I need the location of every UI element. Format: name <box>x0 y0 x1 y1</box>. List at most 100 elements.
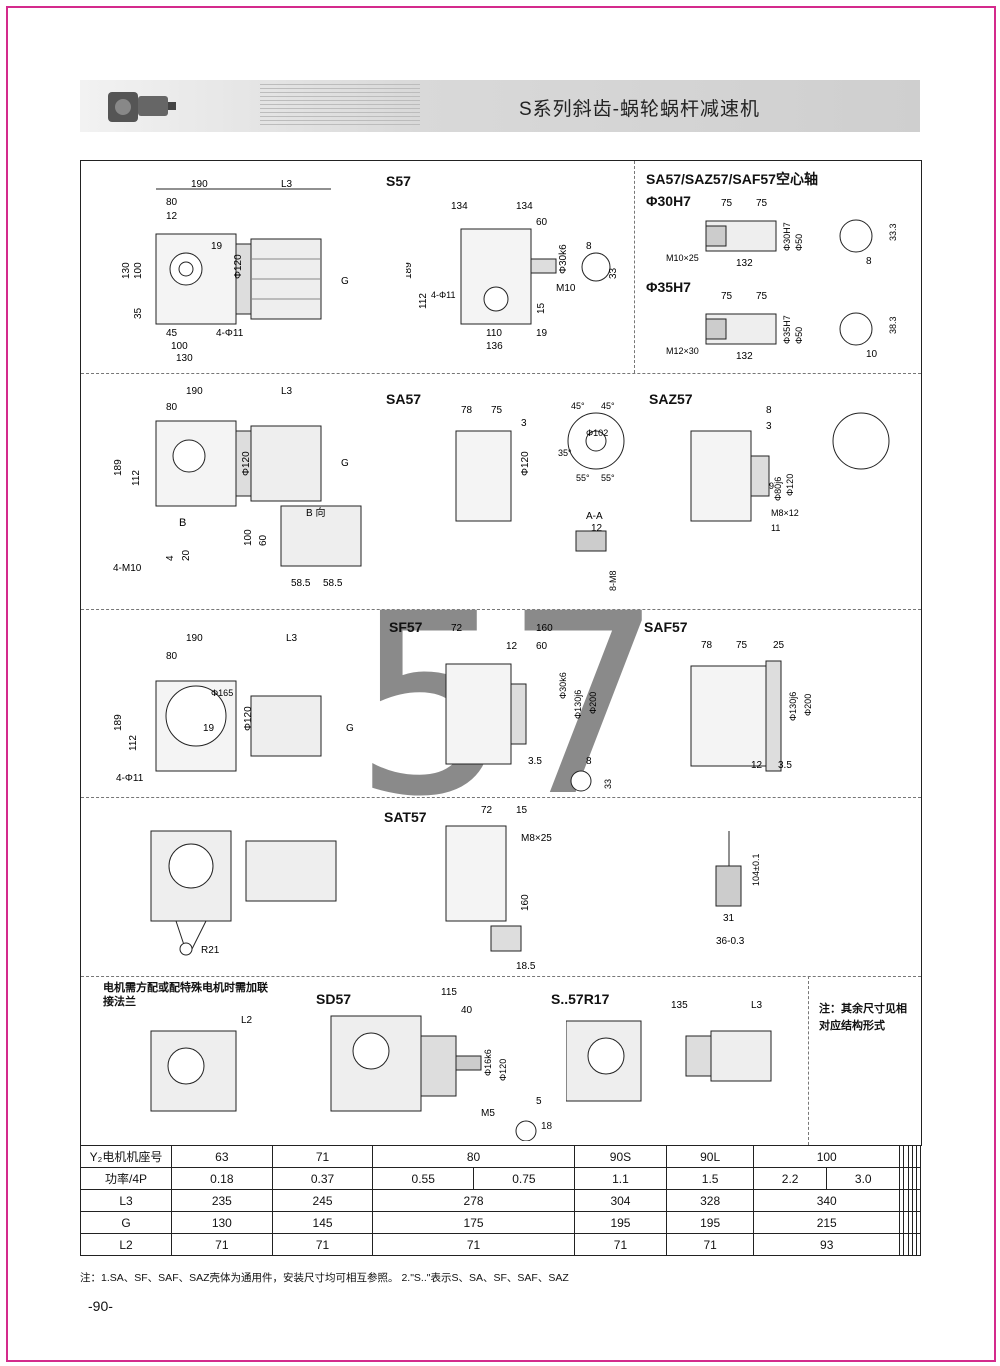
dim-134a: 134 <box>451 201 468 212</box>
label-saf57: SAF57 <box>644 619 688 635</box>
dim-45deg-a: 45° <box>571 401 585 411</box>
table-cell: 328 <box>666 1189 755 1212</box>
header-stripes <box>260 84 420 128</box>
dim-11: 11 <box>771 523 780 533</box>
table-row-head: Y₂电机机座号 <box>80 1145 172 1168</box>
label-sat57: SAT57 <box>384 809 427 825</box>
gearbox-thumbnail-icon <box>108 92 176 122</box>
dim-19c: 19 <box>203 723 215 734</box>
dim-112: 112 <box>418 293 429 309</box>
sat57-front-drawing: 72 15 M8×25 160 18.5 <box>445 805 552 972</box>
table-row: 功率/4P 0.18 0.37 0.55 0.75 1.1 1.5 2.2 3.… <box>80 1167 922 1190</box>
dim-189: 189 <box>406 262 414 279</box>
dim-25: 25 <box>773 640 785 651</box>
dim-78: 78 <box>461 405 473 416</box>
dim-4phi11: 4-Φ11 <box>216 328 244 339</box>
dim-100: 100 <box>133 262 144 279</box>
dim-33-3: 33.3 <box>888 223 898 241</box>
table-row-head: L3 <box>80 1189 172 1212</box>
table-cell: 2.2 <box>753 1167 828 1190</box>
dim-132a: 132 <box>736 258 753 269</box>
page-title: S系列斜齿-蜗轮蜗杆减速机 <box>518 99 760 120</box>
dim-130: 130 <box>121 262 132 279</box>
label-saz57: SAZ57 <box>649 391 693 407</box>
dim-36: 36-0.3 <box>716 936 745 947</box>
table-cell: 71 <box>271 1145 374 1168</box>
table-cell: 175 <box>372 1211 575 1234</box>
saf57-drawing: 78 75 25 Φ130j6 Φ200 12 3.5 <box>690 640 813 772</box>
sa57-side-drawing: 190 L3 80 189 112 Φ120 G B B 向 4-M10 4 2… <box>113 386 362 589</box>
dim-58-5a: 58.5 <box>291 578 311 589</box>
dim-60: 60 <box>536 217 548 228</box>
table-cell: 195 <box>666 1211 755 1234</box>
table-row-head: 功率/4P <box>80 1167 172 1190</box>
header-background <box>80 80 920 132</box>
dim-phi130j6: Φ130j6 <box>573 690 583 719</box>
dim-8c: 8 <box>766 405 772 416</box>
label-a-a: A-A <box>586 511 603 522</box>
dim-phi30h7: Φ30H7 <box>782 222 792 251</box>
dim-phi200: Φ200 <box>588 692 598 714</box>
table-cell: 71 <box>271 1233 374 1256</box>
dim-phi50b: Φ50 <box>794 327 804 344</box>
table-cell: 80 <box>372 1145 575 1168</box>
table-cell: 130 <box>171 1211 273 1234</box>
s57r17-drawing: 135 L3 <box>566 1000 772 1102</box>
dim-100c: 100 <box>243 529 254 546</box>
dim-45: 45 <box>166 328 178 339</box>
dim-78b: 78 <box>701 640 713 651</box>
dim-45deg-b: 45° <box>601 401 615 411</box>
dim-phi50a: Φ50 <box>794 234 804 251</box>
saz57-drawing: 8 3 Φ80j6 Φ120 9 M8×12 11 <box>690 405 890 533</box>
dim-12b: 12 <box>591 523 603 534</box>
hollow-shaft-35-drawing: 75 75 M12×30 132 Φ35H7 Φ50 38.3 10 <box>666 291 898 362</box>
dim-135: 135 <box>671 1000 688 1011</box>
label-hollow-shaft: SA57/SAZ57/SAF57空心轴 <box>646 171 818 187</box>
dim-phi30k6b: Φ30k6 <box>558 672 568 699</box>
label-b-dir: B 向 <box>306 506 325 519</box>
dim-58-5b: 58.5 <box>323 578 343 589</box>
dim-phi80j6: Φ80j6 <box>773 477 783 501</box>
page-border <box>6 6 996 1362</box>
dim-190c: 190 <box>186 633 203 644</box>
motor-flange-note: 电机需方配或配特殊电机时需加联接法兰 <box>103 982 268 1008</box>
label-sa57: SA57 <box>386 391 422 407</box>
table-cell: 71 <box>171 1233 273 1256</box>
dim-15b: 15 <box>516 805 528 816</box>
table-cell: 215 <box>753 1211 901 1234</box>
table-cell: 304 <box>573 1189 668 1212</box>
dim-phi16k6: Φ16k6 <box>483 1049 493 1076</box>
dim-100b: 100 <box>171 341 188 352</box>
dim-40: 40 <box>461 1005 473 1016</box>
dim-r21: R21 <box>201 945 220 956</box>
table-row: L3 235 245 278 304 328 340 <box>80 1189 922 1212</box>
dim-m8x12: M8×12 <box>771 508 799 518</box>
dim-3-5b: 3.5 <box>778 760 792 771</box>
section-divider <box>81 373 921 374</box>
dim-35deg: 35° <box>558 448 572 458</box>
sd57-drawing: 115 40 Φ16k6 Φ120 M5 5 <box>330 987 542 1141</box>
table-cell: 0.55 <box>372 1167 475 1190</box>
hollow-shaft-30-drawing: 75 75 M10×25 132 Φ30H7 Φ50 33.3 8 <box>666 198 898 269</box>
table-cell <box>915 1145 922 1168</box>
table-cell: 71 <box>573 1233 668 1256</box>
dim-19: 19 <box>211 241 223 252</box>
dim-phi30k6: Φ30k6 <box>558 244 569 274</box>
dim-phi120: Φ120 <box>233 254 244 279</box>
dim-phi165: Φ165 <box>211 688 233 698</box>
sf57-front-drawing: 72 160 12 60 Φ30k6 Φ130j6 Φ200 3.5 8 33 <box>445 623 613 792</box>
dim-160: 160 <box>536 623 553 634</box>
dim-m10x25: M10×25 <box>666 253 699 263</box>
table-row-head: G <box>80 1211 172 1234</box>
section-divider <box>81 797 921 798</box>
dim-4phi11c: 4-Φ11 <box>116 773 144 784</box>
dim-190b: 190 <box>186 386 203 397</box>
dim-15: 15 <box>536 302 547 314</box>
dim-l3c: L3 <box>286 633 298 644</box>
sat57-bolt-drawing: 104±0.1 31 36-0.3 <box>715 831 761 947</box>
table-cell: 245 <box>271 1189 374 1212</box>
dim-l2: L2 <box>241 1015 253 1026</box>
dim-9: 9 <box>769 481 774 491</box>
table-cell <box>915 1211 922 1234</box>
motor-spec-table: Y₂电机机座号 63 71 80 90S 90L 100 功率/4P 0.18 … <box>80 1145 922 1256</box>
